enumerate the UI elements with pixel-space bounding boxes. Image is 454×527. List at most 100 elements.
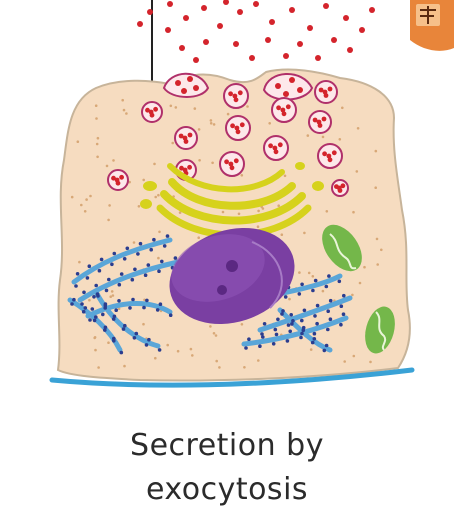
secretion-particle (323, 3, 329, 9)
granule (306, 134, 310, 137)
caption-line-2: exocytosis (145, 472, 309, 507)
granule (157, 193, 160, 197)
ribosome (158, 302, 163, 307)
granule (237, 212, 241, 216)
ribosome (315, 303, 320, 308)
ribosome (324, 343, 329, 348)
secreted-particles (137, 0, 375, 63)
granule (193, 107, 197, 110)
ribosome (132, 336, 137, 340)
ribosome (313, 278, 318, 283)
granule (197, 236, 200, 239)
granule (80, 203, 83, 207)
cytoplasm-granules (70, 98, 383, 369)
granule (132, 241, 136, 244)
ribosome (261, 335, 265, 339)
secretion-particle (265, 37, 271, 43)
secretion-particle (201, 5, 207, 11)
ribosome (160, 259, 164, 264)
ribosome (302, 308, 307, 313)
granule (352, 210, 355, 214)
granule (303, 231, 306, 235)
ribosome (147, 337, 151, 342)
ribosome (142, 305, 146, 310)
secretion-particle (193, 57, 199, 63)
granule (226, 112, 230, 116)
ribosome (107, 277, 111, 282)
granule (125, 112, 128, 115)
ribosome (281, 309, 285, 313)
granule (93, 336, 96, 340)
ribosome (300, 318, 304, 323)
granule (191, 354, 194, 357)
granule (112, 159, 115, 162)
ribosome (114, 308, 118, 313)
ribosome (119, 272, 124, 276)
granule (321, 289, 325, 293)
ribosome (122, 257, 127, 261)
granule (352, 354, 356, 358)
mitochondrion (322, 224, 362, 272)
ribosome (337, 279, 342, 284)
granule (110, 290, 114, 293)
granule (176, 349, 180, 353)
ribosome (289, 313, 294, 317)
ribosome (123, 323, 127, 328)
granule (122, 108, 126, 112)
ribosome (88, 318, 92, 322)
granule (153, 162, 156, 166)
ribosome (97, 268, 102, 273)
ribosome (130, 277, 135, 282)
secretion-particle (289, 7, 295, 13)
granule (369, 360, 372, 364)
granule (197, 128, 201, 131)
granule (154, 356, 157, 360)
ribosome (290, 322, 294, 326)
ribosome (274, 332, 279, 337)
granule (209, 325, 212, 328)
granule (107, 218, 110, 222)
granule (374, 149, 378, 153)
ribosome (247, 337, 251, 342)
granule (257, 209, 260, 213)
ribosome (103, 303, 108, 308)
ribosome (260, 332, 264, 336)
ribosome (339, 304, 344, 309)
granule (109, 295, 112, 299)
secretory-vesicle (225, 115, 251, 141)
secretory-vesicle (317, 143, 343, 169)
ribosome (297, 292, 302, 296)
granule (76, 140, 80, 143)
ribosome (92, 295, 96, 299)
granule (88, 298, 91, 302)
ribosome (103, 325, 108, 330)
ribosome (342, 293, 346, 298)
ribosome (145, 298, 149, 303)
granule (95, 117, 98, 120)
ribosome (285, 339, 290, 343)
granule (380, 248, 383, 252)
ribosome (328, 298, 333, 303)
exocytosis-vesicle (262, 73, 314, 101)
secretion-particle (331, 37, 337, 43)
granule (307, 271, 311, 275)
granule (212, 123, 216, 126)
ribosome (90, 307, 95, 311)
granule (218, 366, 221, 369)
ribosome (117, 282, 122, 287)
granule (198, 159, 201, 162)
granule (355, 170, 359, 173)
ribosome (94, 315, 98, 319)
granule (174, 106, 178, 109)
secretion-particle (297, 41, 303, 47)
ribosome (117, 299, 121, 303)
secretory-vesicle (263, 135, 289, 161)
secretion-particle (343, 15, 349, 21)
secretion-particle (203, 39, 209, 45)
ribosome (299, 335, 303, 340)
ribosome (128, 306, 132, 310)
granule (277, 204, 281, 207)
secretory-vesicle (223, 83, 249, 109)
granule (189, 347, 193, 351)
ribosome (326, 309, 331, 314)
